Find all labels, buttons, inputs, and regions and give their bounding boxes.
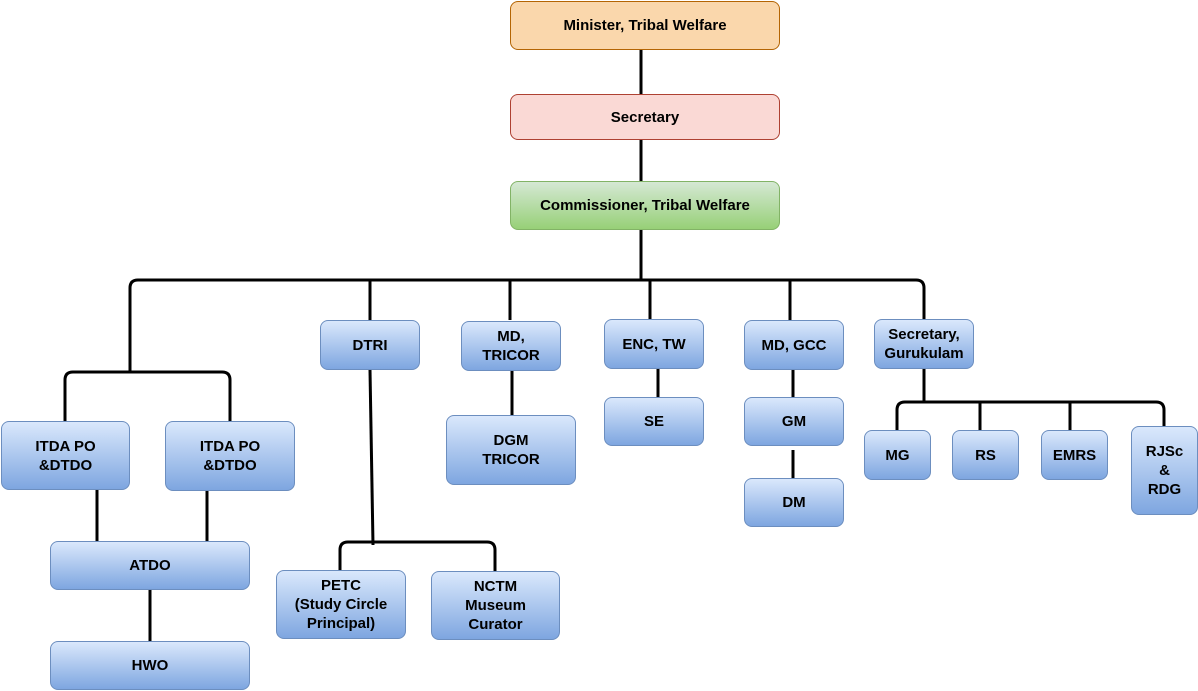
node-minister[interactable]: Minister, Tribal Welfare: [510, 1, 780, 50]
connector-main-bus-left: [128, 278, 641, 372]
node-atdo[interactable]: ATDO: [50, 541, 250, 590]
node-rjsc-rdg[interactable]: RJSc & RDG: [1131, 426, 1198, 515]
node-nctm[interactable]: NCTM Museum Curator: [431, 571, 560, 640]
node-md-tricor[interactable]: MD, TRICOR: [461, 321, 561, 371]
node-dm[interactable]: DM: [744, 478, 844, 527]
node-secretary[interactable]: Secretary: [510, 94, 780, 140]
node-itda-po-dtdo-1[interactable]: ITDA PO &DTDO: [1, 421, 130, 490]
node-itda-po-dtdo-2[interactable]: ITDA PO &DTDO: [165, 421, 295, 491]
node-hwo[interactable]: HWO: [50, 641, 250, 690]
node-mg[interactable]: MG: [864, 430, 931, 480]
connector-dtri-petc-nctm: [368, 369, 375, 546]
node-rs[interactable]: RS: [952, 430, 1019, 480]
connector-gurukulam-children: [895, 400, 1166, 430]
node-dtri[interactable]: DTRI: [320, 320, 420, 370]
node-emrs[interactable]: EMRS: [1041, 430, 1108, 480]
node-petc[interactable]: PETC (Study Circle Principal): [276, 570, 406, 639]
node-dgm-tricor[interactable]: DGM TRICOR: [446, 415, 576, 485]
node-enc-tw[interactable]: ENC, TW: [604, 319, 704, 369]
connector-petc-nctm-bus: [338, 540, 497, 571]
node-secretary-gurukulam[interactable]: Secretary, Gurukulam: [874, 319, 974, 369]
node-gm[interactable]: GM: [744, 397, 844, 446]
node-md-gcc[interactable]: MD, GCC: [744, 320, 844, 370]
node-commissioner[interactable]: Commissioner, Tribal Welfare: [510, 181, 780, 230]
connector-itda-bus: [63, 370, 232, 421]
connector-main-bus-right: [641, 278, 926, 320]
node-se[interactable]: SE: [604, 397, 704, 446]
